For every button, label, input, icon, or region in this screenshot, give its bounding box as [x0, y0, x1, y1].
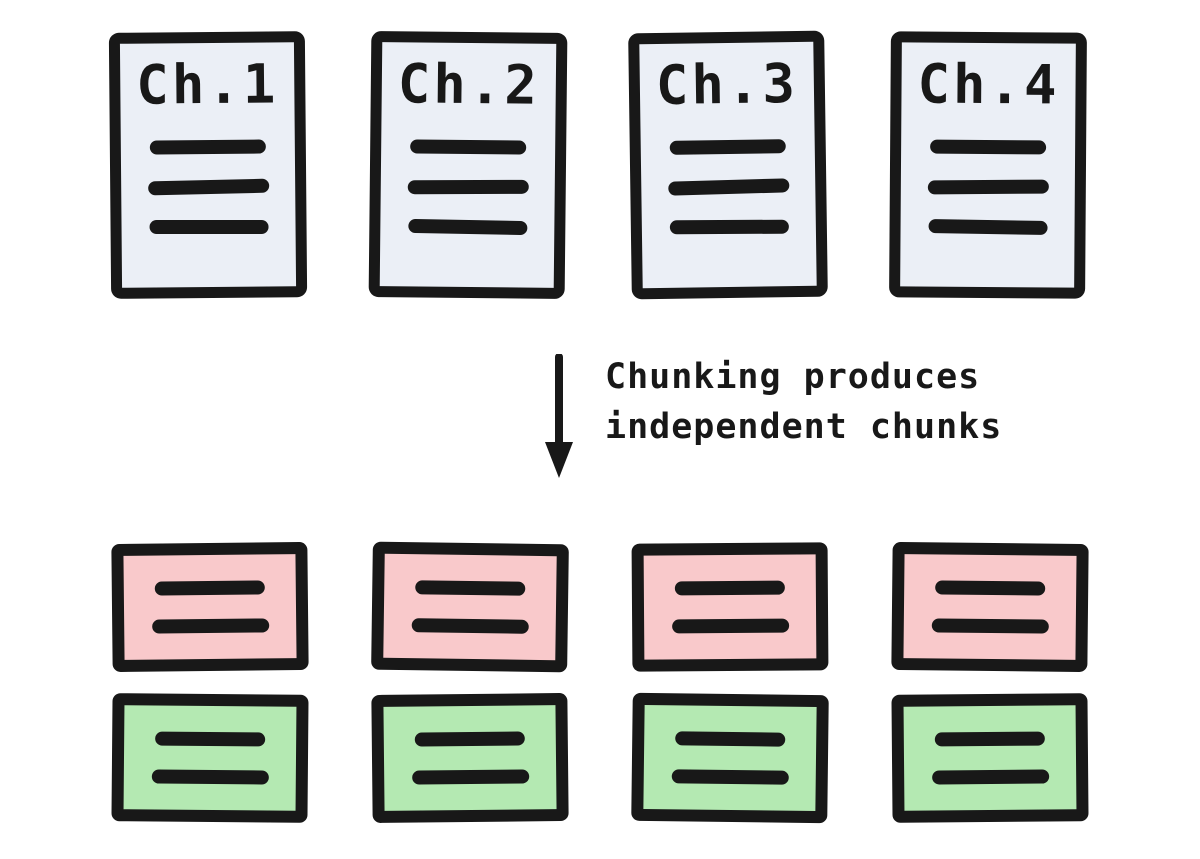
chunk-card: [371, 541, 569, 673]
text-line-bar: [149, 139, 266, 155]
text-line-bar: [671, 618, 789, 634]
text-line-bar: [931, 769, 1049, 785]
text-line-bar: [414, 731, 525, 747]
text-line-bar: [147, 179, 269, 196]
text-line-bar: [675, 731, 786, 747]
text-line-bar: [674, 580, 785, 596]
transition-section: Chunking produces independent chunks: [543, 350, 1002, 480]
document-label: Ch.4: [917, 52, 1060, 117]
text-line-bar: [667, 178, 789, 197]
chunk-card: [631, 542, 829, 672]
chunk-card: [371, 692, 569, 824]
chunk-card: [111, 693, 309, 823]
text-line-bar: [934, 731, 1045, 747]
document-card: Ch.4: [889, 31, 1087, 299]
transition-caption: Chunking produces independent chunks: [605, 352, 1002, 452]
text-line-bar: [669, 139, 786, 156]
text-line-bar: [410, 139, 527, 155]
text-line-bar: [927, 179, 1049, 195]
document-text-lines: [927, 139, 1049, 236]
pink-chunks-row: [111, 541, 1089, 673]
chunk-card: [631, 692, 829, 824]
text-line-bar: [669, 220, 789, 235]
down-arrow-icon: [545, 354, 573, 478]
transition-caption-line2: independent chunks: [605, 407, 1003, 447]
text-line-bar: [149, 220, 269, 235]
text-line-bar: [930, 139, 1047, 155]
document-card: Ch.2: [368, 30, 568, 300]
text-line-bar: [151, 618, 269, 634]
document-label: Ch.3: [655, 52, 799, 117]
document-text-lines: [407, 139, 529, 236]
text-line-bar: [931, 618, 1049, 634]
document-card: Ch.1: [108, 31, 308, 299]
text-line-bar: [927, 219, 1048, 236]
text-line-bar: [411, 769, 529, 785]
text-line-bar: [407, 219, 527, 236]
text-line-bar: [415, 580, 526, 596]
document-label: Ch.2: [397, 52, 541, 117]
green-chunks-row: [111, 692, 1089, 824]
document-label: Ch.1: [135, 52, 279, 117]
text-line-bar: [935, 580, 1046, 596]
document-card: Ch.3: [628, 30, 828, 300]
document-text-lines: [667, 139, 789, 236]
text-line-bar: [671, 769, 789, 785]
transition-caption-line1: Chunking produces: [605, 357, 981, 397]
source-documents-row: Ch.1 Ch.2 Ch.3 Ch.4: [108, 30, 1087, 300]
chunk-card: [111, 541, 309, 673]
text-line-bar: [154, 580, 265, 596]
document-text-lines: [147, 139, 269, 235]
text-line-bar: [151, 769, 269, 785]
text-line-bar: [411, 618, 529, 634]
chunk-card: [891, 541, 1089, 673]
chunk-card: [891, 693, 1089, 823]
text-line-bar: [155, 731, 266, 747]
text-line-bar: [407, 180, 529, 195]
